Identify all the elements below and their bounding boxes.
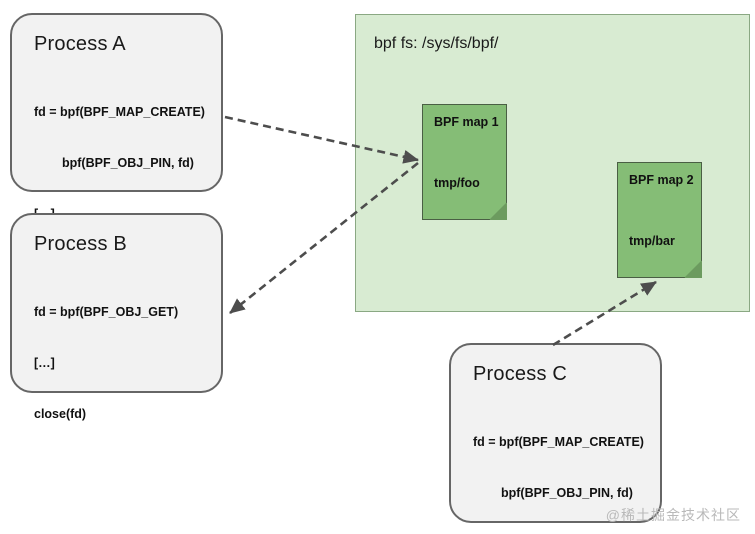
bpf-map-1: BPF map 1 tmp/foo xyxy=(422,104,507,220)
process-b-title: Process B xyxy=(34,233,127,255)
bpf-map-2-path: tmp/bar xyxy=(629,234,675,248)
process-b-code: fd = bpf(BPF_OBJ_GET) […] close(fd) xyxy=(34,270,178,457)
process-b-code-line-3: close(fd) xyxy=(34,407,87,421)
process-a-title: Process A xyxy=(34,33,126,55)
watermark: @稀土掘金技术社区 xyxy=(605,507,741,523)
bpf-map-2-name: BPF map 2 xyxy=(629,173,694,187)
process-a-code-line-2: bpf(BPF_OBJ_PIN, fd) xyxy=(62,156,194,170)
bpf-map-2: BPF map 2 tmp/bar xyxy=(617,162,702,278)
process-b-code-line-1: fd = bpf(BPF_OBJ_GET) xyxy=(34,305,179,319)
process-c-box: Process C fd = bpf(BPF_MAP_CREATE) bpf(B… xyxy=(449,343,662,523)
bpf-map-1-name: BPF map 1 xyxy=(434,115,499,129)
process-c-code: fd = bpf(BPF_MAP_CREATE) bpf(BPF_OBJ_PIN… xyxy=(473,400,644,534)
bpf-map-1-path: tmp/foo xyxy=(434,176,480,190)
bpf-filesystem-title: bpf fs: /sys/fs/bpf/ xyxy=(374,35,499,52)
process-a-code-line-1: fd = bpf(BPF_MAP_CREATE) xyxy=(34,105,205,119)
process-b-code-line-2: […] xyxy=(34,356,55,370)
process-c-code-line-1: fd = bpf(BPF_MAP_CREATE) xyxy=(473,435,644,449)
process-b-box: Process B fd = bpf(BPF_OBJ_GET) […] clos… xyxy=(10,213,223,421)
process-c-title: Process C xyxy=(473,363,568,385)
bpf-map-1-body xyxy=(422,104,507,220)
process-c-code-line-2: bpf(BPF_OBJ_PIN, fd) xyxy=(501,486,633,500)
process-a-box: Process A fd = bpf(BPF_MAP_CREATE) bpf(B… xyxy=(10,13,223,272)
bpf-map-2-body xyxy=(617,162,702,278)
